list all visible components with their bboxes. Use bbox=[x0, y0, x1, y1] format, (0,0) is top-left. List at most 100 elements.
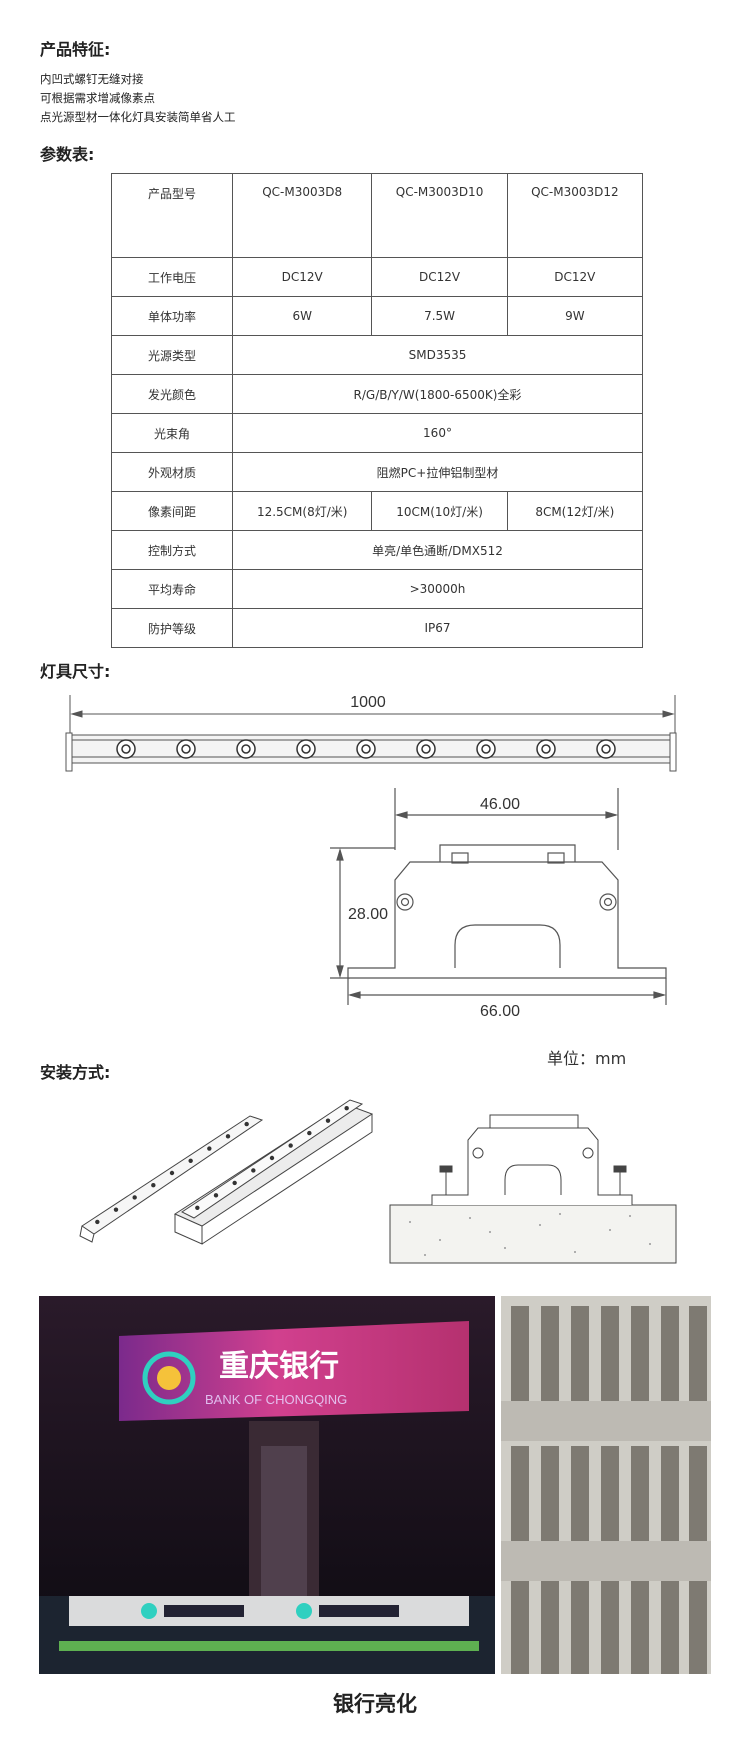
length-label: 1000 bbox=[350, 694, 386, 711]
wall-surface bbox=[389, 1204, 677, 1264]
length-drawing: 1000 bbox=[65, 694, 677, 772]
table-row: 单体功率 6W 7.5W 9W bbox=[111, 296, 644, 336]
table-row: 工作电压 DC12V DC12V DC12V bbox=[111, 257, 644, 297]
feature-item: 可根据需求增减像素点 bbox=[40, 91, 155, 105]
led-dot bbox=[116, 739, 136, 759]
led-dot bbox=[296, 739, 316, 759]
led-dot bbox=[307, 1130, 312, 1136]
led-dot bbox=[356, 739, 376, 759]
led-dot bbox=[236, 739, 256, 759]
cross-section-drawing: 46.00 28.00 66.00 bbox=[330, 788, 667, 1020]
value-cell: 6W bbox=[231, 296, 373, 336]
value-cell: >30000h bbox=[232, 569, 643, 609]
base-width-label: 66.00 bbox=[480, 1003, 520, 1020]
wall-texture bbox=[409, 1213, 651, 1256]
value-cell: DC12V bbox=[506, 257, 644, 297]
sign-title: 重庆银行 bbox=[219, 1350, 339, 1383]
led-sign-board bbox=[119, 1321, 469, 1421]
value-cell: IP67 bbox=[232, 608, 643, 648]
table-row: 发光颜色 R/G/B/Y/W(1800-6500K)全彩 bbox=[111, 374, 643, 414]
features-list: 内凹式螺钉无缝对接 可根据需求增减像素点 点光源型材一体化灯具安装简单省人工 bbox=[40, 70, 236, 127]
led-dot bbox=[269, 1155, 275, 1161]
led-dot bbox=[213, 1193, 219, 1198]
model-cell: QC-M3003D12 bbox=[506, 173, 644, 258]
top-width-label: 46.00 bbox=[480, 796, 520, 813]
value-cell: SMD3535 bbox=[232, 335, 643, 375]
value-cell: 9W bbox=[506, 296, 644, 336]
profile-channel bbox=[454, 924, 561, 968]
table-row: 控制方式 单亮/单色通断/DMX512 bbox=[111, 530, 643, 570]
table-row: 平均寿命 >30000h bbox=[111, 569, 643, 609]
bank-facade-photo: 重庆银行 BANK OF CHONGQING bbox=[39, 1296, 495, 1674]
end-cap bbox=[669, 732, 677, 772]
led-dot bbox=[169, 1170, 175, 1176]
model-cell: QC-M3003D8 bbox=[231, 173, 373, 258]
features-title: 产品特征: bbox=[40, 40, 111, 59]
led-dot bbox=[195, 1205, 200, 1210]
led-dot bbox=[225, 1134, 231, 1139]
bank-logo-icon bbox=[142, 1351, 196, 1405]
install-title: 安装方式: bbox=[40, 1063, 111, 1082]
row-label: 平均寿命 bbox=[111, 569, 233, 609]
led-ticker bbox=[59, 1641, 479, 1651]
table-row: 像素间距 12.5CM(8灯/米) 10CM(10灯/米) 8CM(12灯/米) bbox=[111, 491, 644, 531]
led-dot bbox=[251, 1168, 256, 1173]
feature-item: 内凹式螺钉无缝对接 bbox=[40, 72, 144, 86]
led-dot bbox=[416, 739, 436, 759]
facade-beam bbox=[501, 1541, 711, 1581]
profile-outline bbox=[431, 1127, 633, 1205]
spec-table: 产品型号 QC-M3003D8 QC-M3003D10 QC-M3003D12 … bbox=[111, 173, 644, 648]
led-dot bbox=[176, 739, 196, 759]
bank-facade-illustration: 重庆银行 BANK OF CHONGQING bbox=[39, 1296, 495, 1674]
led-dot bbox=[596, 739, 616, 759]
params-title: 参数表: bbox=[40, 145, 95, 164]
facade-detail-illustration bbox=[501, 1296, 711, 1674]
led-dot bbox=[325, 1118, 331, 1123]
table-row: 产品型号 QC-M3003D8 QC-M3003D10 QC-M3003D12 bbox=[111, 173, 644, 258]
install-drawing bbox=[79, 1099, 677, 1264]
lens-cover bbox=[439, 844, 576, 862]
led-dots bbox=[116, 739, 616, 759]
arrow-heads bbox=[70, 710, 675, 718]
facade-detail-photo bbox=[501, 1296, 711, 1674]
row-label: 光束角 bbox=[111, 413, 233, 453]
feature-item: 点光源型材一体化灯具安装简单省人工 bbox=[40, 110, 236, 124]
table-row: 光束角 160° bbox=[111, 413, 643, 453]
led-dot bbox=[232, 1180, 237, 1186]
value-cell: 单亮/单色通断/DMX512 bbox=[232, 530, 643, 570]
led-dot bbox=[244, 1121, 249, 1127]
row-label: 工作电压 bbox=[111, 257, 233, 297]
led-dot bbox=[536, 739, 556, 759]
unit-label: 单位：mm bbox=[547, 1049, 627, 1068]
value-cell: 7.5W bbox=[371, 296, 508, 336]
model-cell: QC-M3003D10 bbox=[371, 173, 508, 258]
table-row: 光源类型 SMD3535 bbox=[111, 335, 643, 375]
end-cap bbox=[65, 732, 73, 772]
window-grid bbox=[511, 1306, 707, 1674]
lens-cover bbox=[489, 1114, 579, 1128]
row-label: 光源类型 bbox=[111, 335, 233, 375]
profile-outline bbox=[347, 861, 667, 979]
row-label: 产品型号 bbox=[111, 173, 233, 258]
led-dots bbox=[95, 1106, 349, 1225]
value-cell: R/G/B/Y/W(1800-6500K)全彩 bbox=[232, 374, 643, 414]
value-cell: 12.5CM(8灯/米) bbox=[231, 491, 373, 531]
height-label: 28.00 bbox=[348, 906, 388, 923]
table-row: 防护等级 IP67 bbox=[111, 608, 643, 648]
dimensions-title: 灯具尺寸: bbox=[40, 662, 111, 681]
row-label: 单体功率 bbox=[111, 296, 233, 336]
led-dot bbox=[207, 1146, 212, 1151]
led-dot bbox=[132, 1195, 137, 1200]
led-dot bbox=[151, 1183, 156, 1188]
photo-caption: 银行亮化 bbox=[333, 1692, 417, 1716]
screw-icon bbox=[613, 1165, 627, 1195]
led-dot bbox=[188, 1158, 193, 1163]
led-dot bbox=[95, 1219, 100, 1225]
sign-subtitle: BANK OF CHONGQING bbox=[205, 1392, 347, 1407]
led-dot bbox=[288, 1143, 293, 1148]
led-dot bbox=[476, 739, 496, 759]
row-label: 发光颜色 bbox=[111, 374, 233, 414]
led-dot bbox=[344, 1106, 349, 1111]
led-dot bbox=[113, 1207, 119, 1212]
row-label: 防护等级 bbox=[111, 608, 233, 648]
